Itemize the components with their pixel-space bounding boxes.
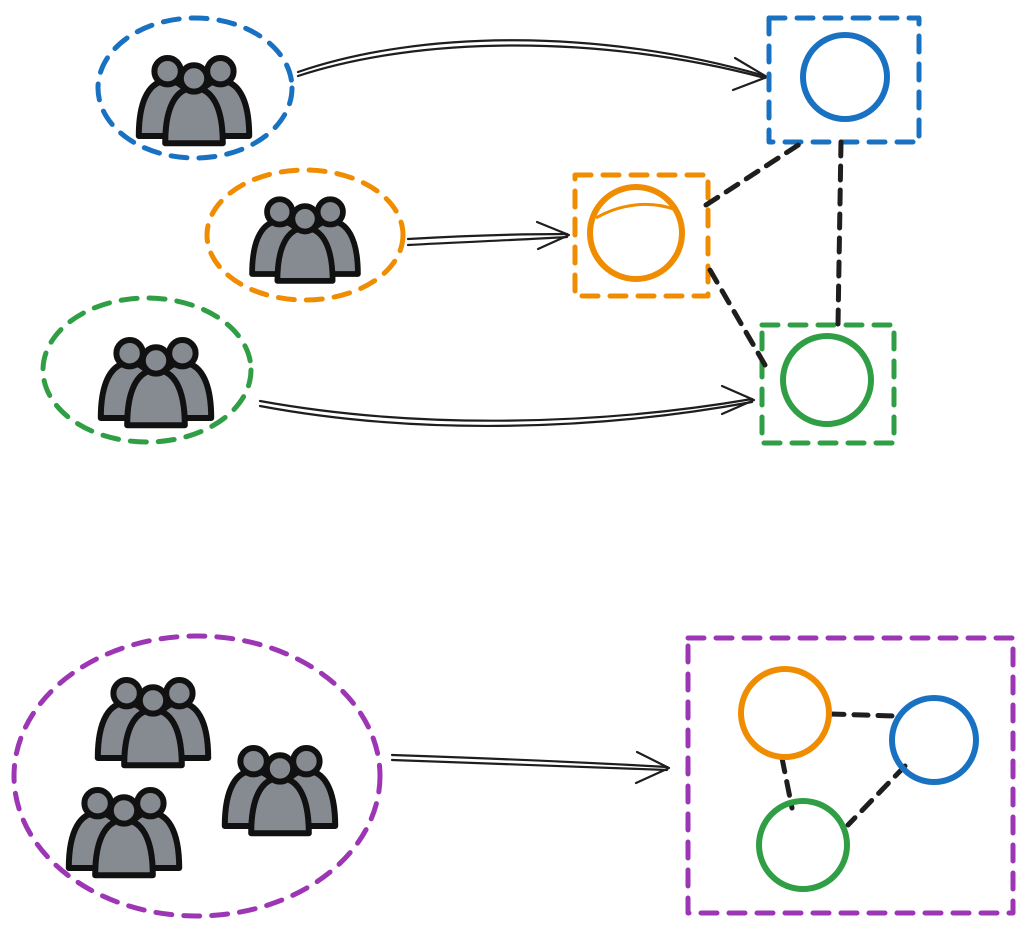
people-group-icon xyxy=(69,790,179,875)
people-group-icon xyxy=(139,58,249,143)
arrow-orange xyxy=(406,220,571,251)
dashed-connection xyxy=(707,267,768,368)
dashed-connection xyxy=(827,711,898,719)
people-group-icon xyxy=(252,199,358,281)
arrow-purple xyxy=(390,750,671,785)
orange-node xyxy=(572,172,711,299)
purple-group-boundary xyxy=(11,633,383,919)
blue-people-group xyxy=(95,15,295,161)
people-group-icon xyxy=(98,680,208,765)
purple-combined-group xyxy=(11,633,383,919)
arrow-blue xyxy=(296,39,769,92)
dashed-connection xyxy=(835,139,844,328)
dashed-connection xyxy=(845,763,908,828)
blue-node xyxy=(889,695,979,785)
green-node xyxy=(756,798,850,892)
orange-group-boundary xyxy=(204,167,406,303)
combined-cluster xyxy=(685,635,1016,916)
green-people-group xyxy=(40,295,254,445)
green-group-boundary xyxy=(40,295,254,445)
arrow-green xyxy=(258,384,756,427)
green-node xyxy=(759,322,897,446)
people-group-icon xyxy=(225,748,335,833)
blue-node xyxy=(766,15,922,145)
orange-node xyxy=(738,666,832,760)
blue-group-boundary xyxy=(95,15,295,161)
dashed-connection xyxy=(703,137,809,208)
orange-people-group xyxy=(204,167,406,303)
dashed-connection xyxy=(779,755,795,811)
people-group-icon xyxy=(101,340,211,425)
